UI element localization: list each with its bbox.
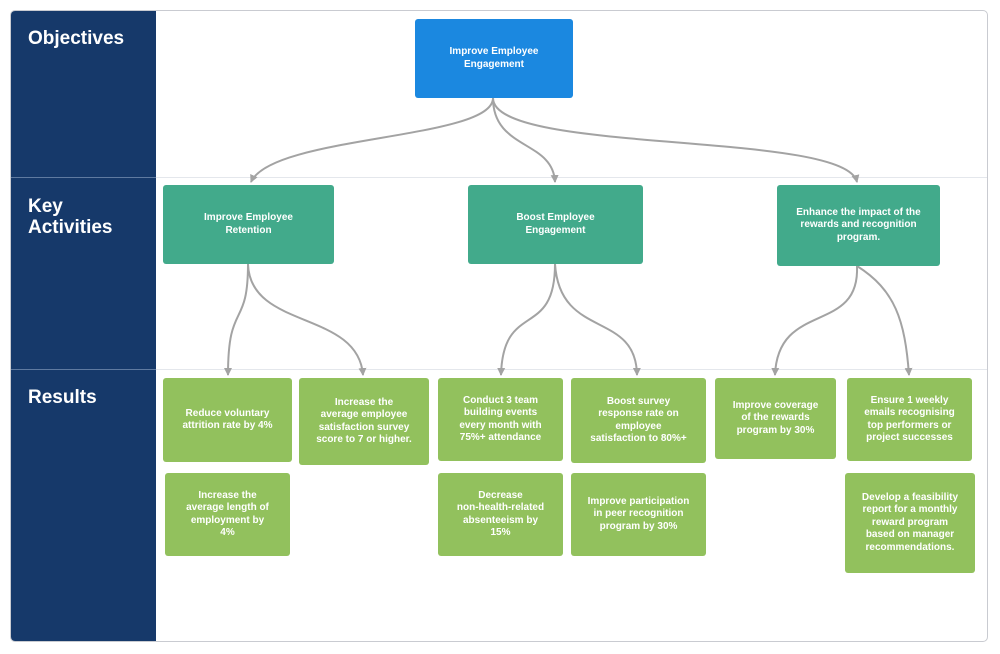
activity-node-label: Improve Employee Retention xyxy=(204,212,293,236)
result-node-rewards-coverage: Improve coverage of the rewards program … xyxy=(715,378,836,459)
lane-header-divider-1 xyxy=(11,177,156,178)
result-node-employment-length: Increase the average length of employmen… xyxy=(165,473,290,556)
result-node-attrition: Reduce voluntary attrition rate by 4% xyxy=(163,378,292,462)
result-node-label: Ensure 1 weekly emails recognising top p… xyxy=(864,394,955,444)
activity-node-rewards: Enhance the impact of the rewards and re… xyxy=(777,185,940,266)
result-node-label: Decrease non-health-related absenteeism … xyxy=(456,489,545,539)
result-node-team-events: Conduct 3 team building events every mon… xyxy=(438,378,563,461)
result-node-label: Conduct 3 team building events every mon… xyxy=(459,394,542,444)
objective-node-label: Improve Employee Engagement xyxy=(449,46,539,70)
result-node-label: Increase the average employee satisfacti… xyxy=(316,396,412,446)
activity-node-retention: Improve Employee Retention xyxy=(163,185,334,264)
lane-label-key-activities: Key Activities xyxy=(28,196,113,238)
result-node-label: Increase the average length of employmen… xyxy=(186,489,269,539)
result-node-label: Boost survey response rate on employee s… xyxy=(590,395,687,445)
result-node-survey-rate: Boost survey response rate on employee s… xyxy=(571,378,706,463)
result-node-label: Improve participation in peer recognitio… xyxy=(587,495,690,532)
lane-label-objectives: Objectives xyxy=(28,28,125,49)
result-node-weekly-emails: Ensure 1 weekly emails recognising top p… xyxy=(847,378,972,461)
connector-rewards-to-weekly-emails xyxy=(856,265,913,376)
connector-rewards-to-coverage xyxy=(771,265,859,376)
result-node-absenteeism: Decrease non-health-related absenteeism … xyxy=(438,473,563,556)
activity-node-label: Enhance the impact of the rewards and re… xyxy=(796,206,921,243)
activity-node-label: Boost Employee Engagement xyxy=(516,212,595,236)
connector-engagement-to-survey-rate xyxy=(554,263,641,376)
lane-label-results: Results xyxy=(28,387,97,408)
connector-retention-to-satisfaction xyxy=(247,263,367,376)
lane-divider-1 xyxy=(11,177,987,178)
objective-node: Improve Employee Engagement xyxy=(415,19,573,98)
result-node-peer-recognition: Improve participation in peer recognitio… xyxy=(571,473,706,556)
connector-objective-to-engagement xyxy=(492,97,559,183)
lane-header-column xyxy=(11,11,156,641)
activity-node-engagement: Boost Employee Engagement xyxy=(468,185,643,264)
connector-retention-to-attrition xyxy=(224,263,249,376)
result-node-label: Develop a feasibility report for a month… xyxy=(861,491,959,553)
result-node-label: Reduce voluntary attrition rate by 4% xyxy=(182,407,273,432)
lane-header-divider-2 xyxy=(11,369,156,370)
connector-objective-to-rewards xyxy=(492,97,860,183)
connector-engagement-to-team-events xyxy=(497,263,556,376)
result-node-satisfaction-score: Increase the average employee satisfacti… xyxy=(299,378,429,465)
connector-objective-to-retention xyxy=(250,97,494,183)
result-node-label: Improve coverage of the rewards program … xyxy=(732,399,819,436)
result-node-feasibility-report: Develop a feasibility report for a month… xyxy=(845,473,975,573)
